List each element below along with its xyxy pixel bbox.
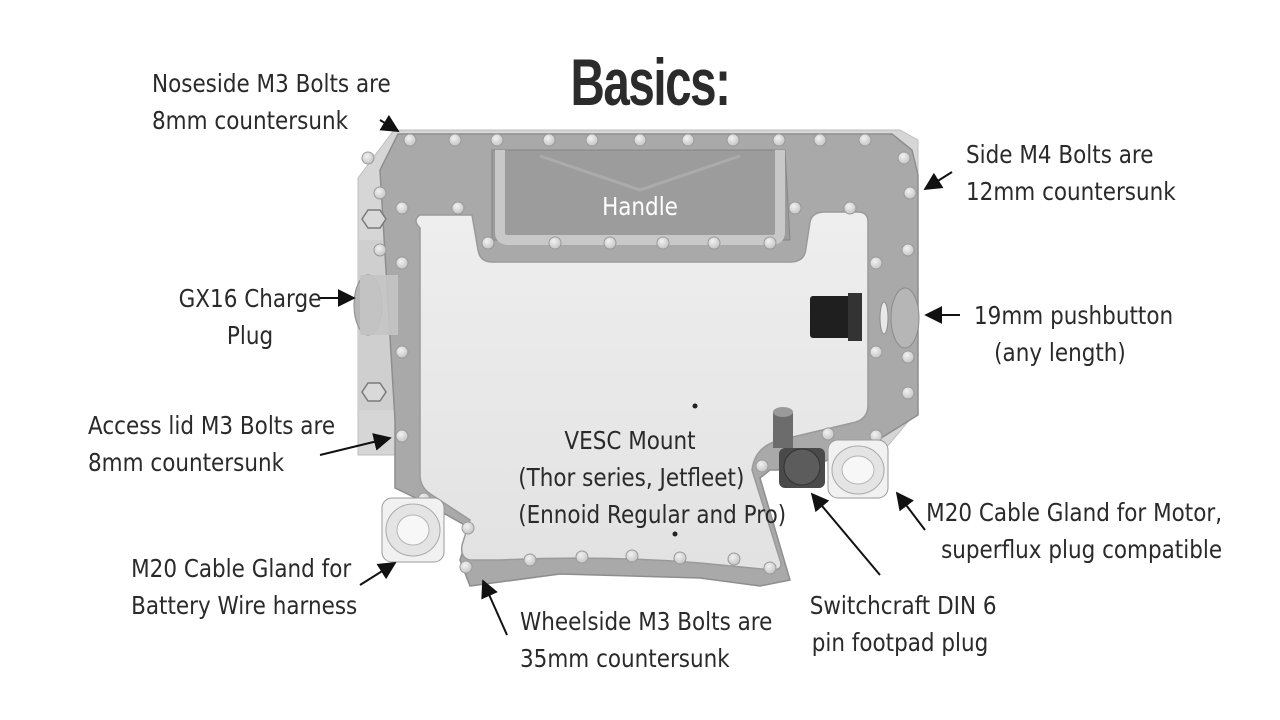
din-plug bbox=[773, 407, 825, 488]
bolt bbox=[548, 236, 562, 250]
bolt bbox=[843, 201, 857, 215]
label-side-m4-bolts: Side M4 Bolts are 12mm countersunk bbox=[966, 136, 1176, 210]
label-line: M20 Cable Gland for bbox=[131, 554, 352, 583]
label-line: Access lid M3 Bolts are bbox=[88, 411, 336, 440]
label-line: pin footpad plug bbox=[811, 628, 989, 657]
bolt bbox=[772, 133, 786, 147]
page-title: Basics: bbox=[570, 45, 731, 119]
label-cable-gland-motor: M20 Cable Gland for Motor, superflux plu… bbox=[926, 494, 1222, 568]
bolt bbox=[656, 236, 670, 250]
hex-nuts bbox=[361, 209, 387, 402]
bolt bbox=[763, 561, 777, 575]
bolt bbox=[673, 551, 687, 565]
bolt bbox=[726, 133, 740, 147]
arrow-access-lid bbox=[319, 433, 392, 456]
label-wheelside-bolts: Wheelside M3 Bolts are 35mm countersunk bbox=[520, 603, 772, 677]
bolt bbox=[448, 133, 462, 147]
bolts bbox=[361, 133, 917, 575]
label-line: 12mm countersunk bbox=[966, 177, 1176, 206]
label-line: Wheelside M3 Bolts are bbox=[520, 607, 773, 636]
label-cable-gland-battery: M20 Cable Gland for Battery Wire harness bbox=[131, 550, 358, 624]
arrow-wheelside bbox=[481, 579, 508, 636]
bolt bbox=[903, 186, 917, 200]
bolt bbox=[897, 151, 911, 165]
label-line: GX16 Charge bbox=[178, 284, 322, 313]
bolt bbox=[395, 201, 409, 215]
gx16-charge-plug bbox=[353, 274, 398, 336]
bolt bbox=[461, 521, 475, 535]
bolt bbox=[459, 560, 473, 574]
arrow-switchcraft bbox=[810, 492, 881, 576]
bolt bbox=[681, 133, 695, 147]
label-access-lid-bolts: Access lid M3 Bolts are 8mm countersunk bbox=[88, 407, 335, 481]
bolt bbox=[575, 550, 589, 564]
label-handle: Handle bbox=[602, 192, 678, 221]
label-noseside-bolts: Noseside M3 Bolts are 8mm countersunk bbox=[152, 65, 391, 139]
bolt bbox=[373, 186, 387, 200]
label-line: (Thor series, Jetfleet) bbox=[518, 463, 745, 492]
callout-arrows bbox=[318, 114, 960, 636]
bolt bbox=[901, 243, 915, 257]
arrow-side-m4 bbox=[923, 171, 953, 190]
label-line: VESC Mount bbox=[564, 426, 696, 455]
label-line: 19mm pushbutton bbox=[974, 301, 1174, 330]
bolt bbox=[373, 243, 387, 257]
pushbutton bbox=[810, 287, 920, 349]
arrow-noseside bbox=[379, 114, 400, 132]
vesc-mount-plate bbox=[415, 211, 869, 571]
arrow-gland-battery bbox=[359, 562, 397, 586]
label-gx16-charge-plug: GX16 Charge Plug bbox=[173, 280, 328, 354]
label-line: superflux plug compatible bbox=[941, 535, 1222, 564]
bolt bbox=[788, 201, 802, 215]
bolt bbox=[395, 345, 409, 359]
label-vesc-mount: VESC Mount (Thor series, Jetfleet) (Enno… bbox=[518, 422, 787, 533]
label-line: 35mm countersunk bbox=[520, 644, 730, 673]
bolt bbox=[707, 236, 721, 250]
bolt bbox=[727, 552, 741, 566]
cable-gland-motor bbox=[827, 439, 889, 499]
bolt bbox=[763, 236, 777, 250]
bolt bbox=[625, 549, 639, 563]
bolt bbox=[755, 459, 769, 473]
label-line: Noseside M3 Bolts are bbox=[152, 69, 391, 98]
bolt bbox=[523, 553, 537, 567]
bolt bbox=[858, 133, 872, 147]
label-line: (Ennoid Regular and Pro) bbox=[518, 500, 787, 529]
arrow-gland-motor bbox=[895, 491, 926, 531]
label-pushbutton: 19mm pushbutton (any length) bbox=[974, 297, 1174, 371]
bolt bbox=[603, 236, 617, 250]
bolt bbox=[481, 236, 495, 250]
label-line: Switchcraft DIN 6 bbox=[809, 591, 997, 620]
label-line: M20 Cable Gland for Motor, bbox=[926, 498, 1222, 527]
label-line: 8mm countersunk bbox=[152, 106, 349, 135]
bolt bbox=[869, 256, 883, 270]
label-line: Battery Wire harness bbox=[131, 591, 358, 620]
bolt bbox=[395, 429, 409, 443]
bolt bbox=[821, 427, 835, 441]
bolt bbox=[901, 386, 915, 400]
bolt bbox=[542, 133, 556, 147]
label-switchcraft-plug: Switchcraft DIN 6 pin footpad plug bbox=[809, 587, 997, 661]
label-line: 8mm countersunk bbox=[88, 448, 285, 477]
bolt bbox=[361, 151, 375, 165]
bolt bbox=[403, 133, 417, 147]
handle[interactable] bbox=[491, 149, 791, 245]
label-line: Side M4 Bolts are bbox=[966, 140, 1154, 169]
bolt bbox=[395, 256, 409, 270]
bolt bbox=[490, 133, 504, 147]
bolt bbox=[901, 350, 915, 364]
label-line: Plug bbox=[226, 321, 274, 350]
bolt bbox=[633, 133, 647, 147]
label-line: (any length) bbox=[994, 338, 1126, 367]
bolt bbox=[451, 201, 465, 215]
bolt bbox=[869, 345, 883, 359]
bolt bbox=[813, 133, 827, 147]
bolt bbox=[585, 133, 599, 147]
cable-gland-battery bbox=[381, 497, 445, 563]
